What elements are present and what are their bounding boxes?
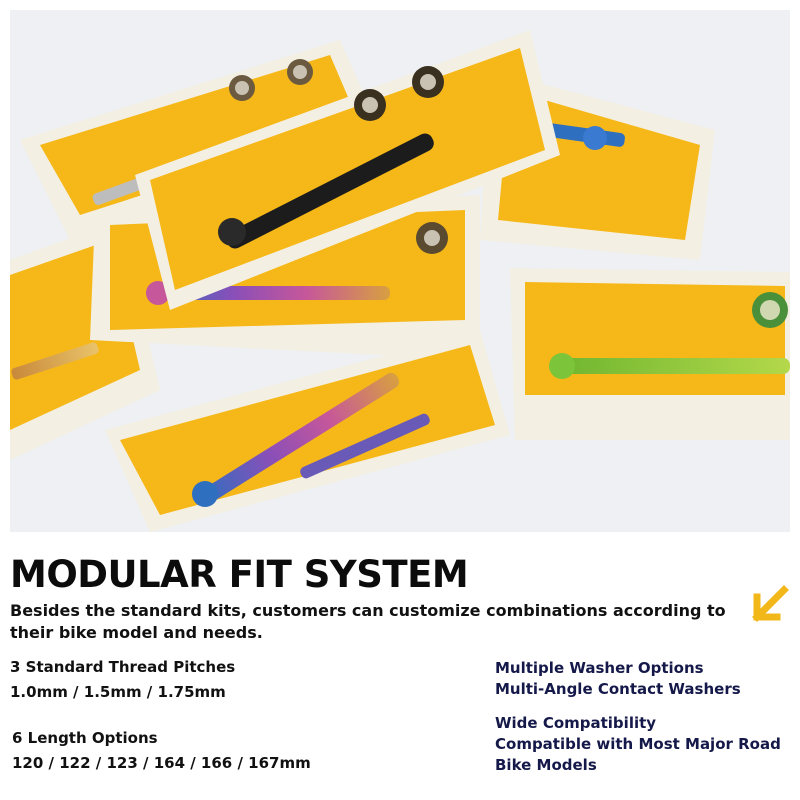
spec-detail: 120 / 122 / 123 / 164 / 166 / 167mm xyxy=(12,754,311,772)
spec-title: Multiple Washer Options xyxy=(495,659,704,677)
spec-detail: 1.0mm / 1.5mm / 1.75mm xyxy=(10,683,226,701)
intro-text: Besides the standard kits, customers can… xyxy=(10,601,726,642)
box-rainbow-long xyxy=(105,330,510,532)
spec-title: 3 Standard Thread Pitches xyxy=(10,658,236,676)
product-photo xyxy=(10,10,790,532)
spec-thread-pitches: 3 Standard Thread Pitches 1.0mm / 1.5mm … xyxy=(10,657,235,703)
spec-washer-options: Multiple Washer Options Multi-Angle Cont… xyxy=(495,658,741,700)
headline: MODULAR FIT SYSTEM xyxy=(10,553,469,596)
box-silver xyxy=(20,40,380,240)
spec-detail: Multi-Angle Contact Washers xyxy=(495,680,741,698)
arrow-down-left-icon xyxy=(752,585,789,622)
spec-detail: Compatible with Most Major Road Bike Mod… xyxy=(495,735,781,774)
spec-title: Wide Compatibility xyxy=(495,714,657,732)
box-black xyxy=(135,30,560,310)
axle-boxes-illustration xyxy=(10,10,790,532)
box-green xyxy=(510,268,790,440)
spec-compatibility: Wide Compatibility Compatible with Most … xyxy=(495,713,785,776)
spec-title: 6 Length Options xyxy=(12,729,158,747)
spec-length-options: 6 Length Options 120 / 122 / 123 / 164 /… xyxy=(12,728,311,774)
